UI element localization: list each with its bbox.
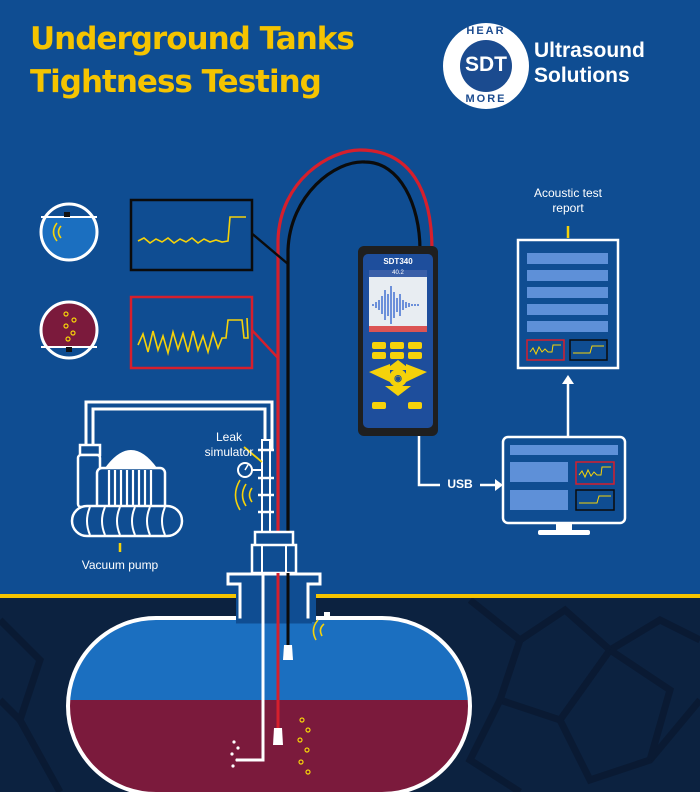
- usb-label: USB: [447, 477, 473, 491]
- vacuum-pump: [70, 400, 274, 552]
- logo-top-word: HEAR: [466, 25, 506, 37]
- tank-manifold: [250, 530, 298, 575]
- test-probes: [230, 573, 311, 775]
- black-signal-connector: [249, 231, 289, 265]
- title-line-1: Underground Tanks: [30, 21, 355, 57]
- device-screen-value: 40.2: [392, 270, 404, 276]
- logo-bottom-word: MORE: [465, 93, 507, 105]
- logo-center-word: SDT: [465, 53, 507, 76]
- bubbles-icon: [297, 717, 311, 775]
- liquid-leak-sensing-icon: [39, 300, 99, 360]
- brand-line-1: Ultrasound: [534, 39, 645, 62]
- underground-tank: [66, 572, 472, 792]
- signal-trace-icon: [137, 216, 246, 244]
- report-arrow: [562, 375, 574, 436]
- red-cable: [276, 148, 434, 535]
- arrow-icon: [495, 479, 503, 491]
- device-model-label: SDT340: [383, 257, 413, 266]
- brand-line-2: Solutions: [534, 64, 630, 87]
- acoustic-report-document: [516, 226, 620, 370]
- arrow-icon: [562, 375, 574, 384]
- svg-text:◉: ◉: [394, 373, 402, 383]
- signal-trace-icon: [137, 317, 249, 357]
- brand-name: Ultrasound Solutions: [534, 38, 645, 88]
- usb-connection: [417, 436, 503, 491]
- air-leak-sensing-icon: [39, 202, 99, 262]
- red-signal-connector: [249, 327, 279, 359]
- bubbles-icon: [230, 740, 240, 768]
- sdt-logo-icon: [443, 23, 529, 109]
- page-title: Underground Tanks Tightness Testing: [30, 18, 360, 104]
- air-signal-panel: [129, 198, 254, 272]
- sdt340-device: ◉: [358, 246, 438, 436]
- leak-simulator: [234, 439, 274, 536]
- sound-waves-icon: [52, 222, 62, 242]
- leak-simulator-label: Leak simulator: [204, 430, 254, 459]
- pressure-gauge-icon: [237, 462, 262, 478]
- sound-waves-icon: [312, 619, 325, 641]
- bubbles-icon: [63, 311, 77, 342]
- sound-waves-icon: [234, 479, 253, 511]
- monitor-icon: [501, 435, 627, 535]
- liquid-signal-panel: [129, 295, 254, 370]
- vacuum-pump-label: Vacuum pump: [81, 558, 159, 572]
- acoustic-report-label: Acoustic test report: [533, 186, 603, 215]
- title-line-2: Tightness Testing: [30, 64, 322, 100]
- waveform-display: [372, 286, 419, 324]
- black-cable: [286, 160, 422, 535]
